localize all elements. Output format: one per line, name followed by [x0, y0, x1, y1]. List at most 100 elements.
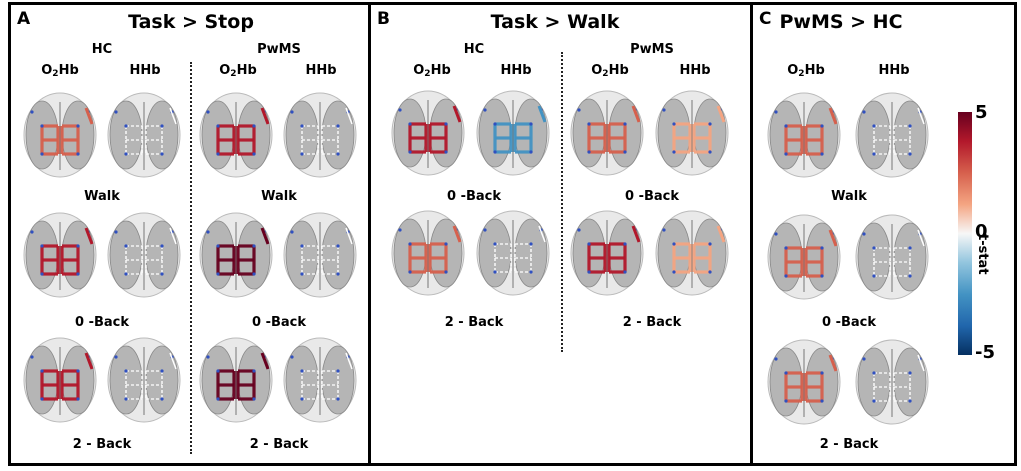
- brain-map: [652, 206, 732, 296]
- brain-map: [20, 88, 100, 178]
- optode-dot: [872, 399, 876, 403]
- channel-segment: [169, 107, 177, 125]
- optode-dot: [623, 150, 627, 154]
- head-outline: [767, 339, 841, 425]
- head-outline: [855, 92, 929, 178]
- optode-dot: [662, 108, 666, 112]
- optode-dot: [290, 110, 294, 114]
- optode-dot: [908, 371, 912, 375]
- channel-segment: [828, 107, 838, 125]
- optode-dot: [300, 244, 304, 248]
- optode-dot: [820, 399, 824, 403]
- channel-label-deoxy: HHb: [305, 63, 337, 78]
- condition-label-2back: 2 - Back: [444, 315, 504, 330]
- brain-svg: [855, 214, 929, 300]
- channel-segment: [84, 227, 94, 245]
- head-outline: [570, 90, 644, 176]
- optode-dot: [114, 355, 118, 359]
- optode-dot: [252, 244, 256, 248]
- optode-dot: [40, 152, 44, 156]
- optode-dot: [206, 110, 210, 114]
- brain-svg: [391, 90, 465, 176]
- brain-svg: [199, 212, 273, 298]
- optode-dot: [784, 152, 788, 156]
- channel-segment: [84, 107, 94, 125]
- channel-label-oxy: O2Hb: [413, 63, 451, 79]
- optode-dot: [493, 150, 497, 154]
- optode-dot: [820, 246, 824, 250]
- optode-dot: [862, 110, 866, 114]
- brain-map: [567, 86, 647, 176]
- head-outline: [767, 214, 841, 300]
- optode-dot: [577, 108, 581, 112]
- optode-dot: [336, 369, 340, 373]
- optode-dot: [408, 242, 412, 246]
- optode-dot: [300, 124, 304, 128]
- optode-dot: [587, 122, 591, 126]
- optode-dot: [252, 124, 256, 128]
- condition-label-walk: Walk: [261, 189, 297, 204]
- brain-map: [652, 86, 732, 176]
- optode-dot: [252, 369, 256, 373]
- optode-dot: [444, 150, 448, 154]
- brain-map: [20, 333, 100, 423]
- optode-dot: [30, 110, 34, 114]
- optode-dot: [124, 244, 128, 248]
- optode-dot: [820, 124, 824, 128]
- optode-dot: [623, 122, 627, 126]
- condition-label-0back: 0 -Back: [822, 315, 876, 330]
- brain-map: [388, 206, 468, 296]
- optode-dot: [216, 244, 220, 248]
- optode-dot: [252, 397, 256, 401]
- channel-label-oxy: O2Hb: [787, 63, 825, 79]
- colorbar: [958, 112, 972, 355]
- optode-dot: [529, 242, 533, 246]
- brain-svg: [107, 92, 181, 178]
- condition-label-0back: 0 -Back: [252, 315, 306, 330]
- optode-dot: [40, 244, 44, 248]
- optode-dot: [708, 150, 712, 154]
- optode-dot: [708, 270, 712, 274]
- brain-svg: [283, 337, 357, 423]
- head-outline: [107, 337, 181, 423]
- head-outline: [23, 212, 97, 298]
- optode-dot: [774, 232, 778, 236]
- optode-dot: [300, 369, 304, 373]
- optode-dot: [784, 371, 788, 375]
- optode-dot: [160, 152, 164, 156]
- channel-label-oxy: O2Hb: [41, 63, 79, 79]
- panel-title-b: Task > Walk: [490, 11, 620, 33]
- brain-map: [196, 208, 276, 298]
- brain-svg: [855, 92, 929, 178]
- optode-dot: [908, 399, 912, 403]
- head-outline: [23, 337, 97, 423]
- channel-segment: [345, 107, 353, 125]
- optode-dot: [493, 242, 497, 246]
- optode-dot: [908, 152, 912, 156]
- brain-map: [280, 88, 360, 178]
- optode-dot: [300, 397, 304, 401]
- channel-segment: [169, 352, 177, 370]
- optode-dot: [708, 122, 712, 126]
- optode-dot: [76, 272, 80, 276]
- optode-dot: [398, 228, 402, 232]
- head-outline: [655, 90, 729, 176]
- channel-segment: [84, 352, 94, 370]
- optode-dot: [408, 150, 412, 154]
- brain-svg: [570, 210, 644, 296]
- channel-segment: [452, 225, 462, 243]
- optode-dot: [76, 397, 80, 401]
- channel-segment: [917, 107, 925, 125]
- channel-segment: [345, 352, 353, 370]
- brain-svg: [655, 210, 729, 296]
- head-outline: [655, 210, 729, 296]
- optode-dot: [872, 124, 876, 128]
- brain-svg: [476, 90, 550, 176]
- brain-svg: [23, 212, 97, 298]
- brain-map: [104, 208, 184, 298]
- channel-segment: [345, 227, 353, 245]
- optode-dot: [493, 270, 497, 274]
- head-outline: [476, 90, 550, 176]
- channel-segment: [452, 105, 462, 123]
- optode-dot: [908, 246, 912, 250]
